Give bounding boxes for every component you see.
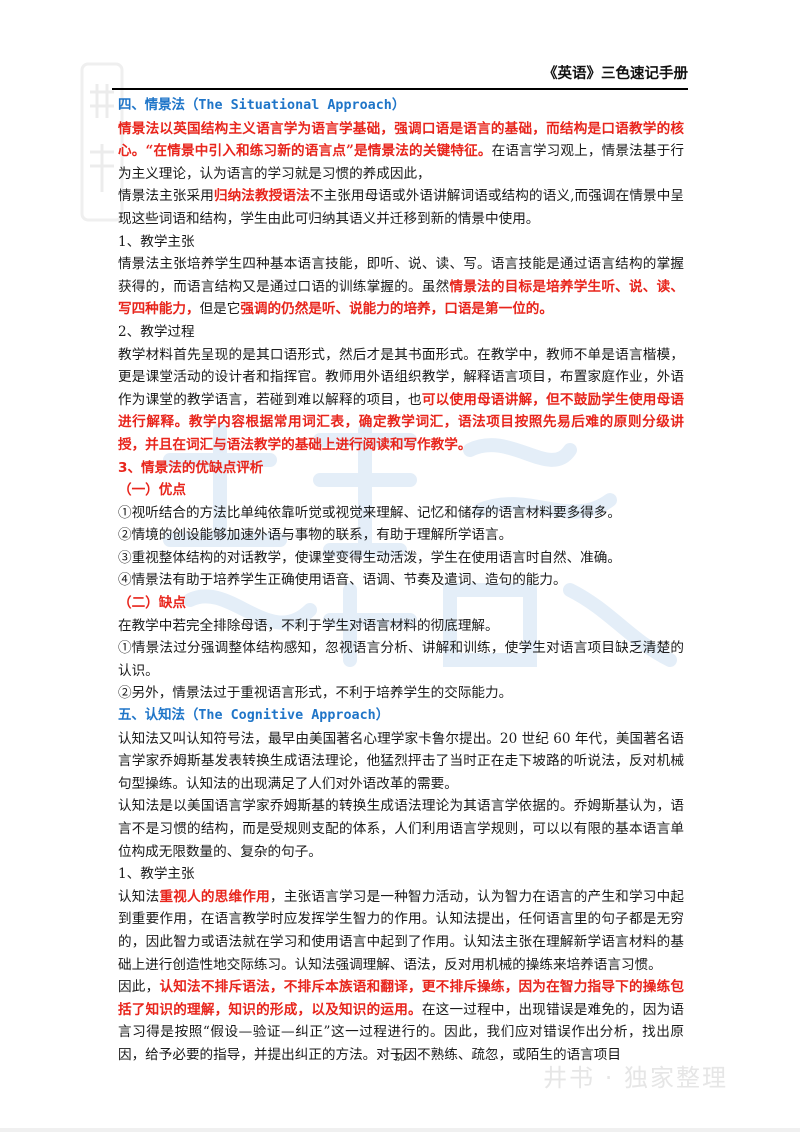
list-item: ④情景法有助于培养学生正确使用语音、语调、节奏及遣词、造句的能力。 bbox=[118, 572, 567, 589]
list-item: ②另外，情景法过于重视语言形式，不利于培养学生的交际能力。 bbox=[118, 685, 513, 702]
paragraph: 情景法以英国结构主义语言学为语言学基础，强调口语是语言的基础，而结构是口语教学的… bbox=[118, 120, 685, 182]
page-header: 《英语》三色速记手册 bbox=[543, 66, 688, 82]
paragraph: 教学材料首先呈现的是其口语形式，然后才是其书面形式。在教学中，教师不单是语言楷模… bbox=[118, 346, 685, 453]
list-item: ①情景法过分强调整体结构感知，忽视语言分析、讲解和训练，使学生对语言项目缺乏清楚… bbox=[118, 640, 684, 679]
subheading-teaching-process: 2、教学过程 bbox=[118, 323, 195, 340]
paragraph: 认知法是以美国语言学家乔姆斯基的转换生成语法理论为其语言学依据的。乔姆斯基认为，… bbox=[118, 798, 684, 860]
subheading-disadvantages: （二）缺点 bbox=[118, 595, 186, 612]
list-item: ②情境的创设能够加速外语与事物的联系，有助于理解所学语言。 bbox=[118, 527, 513, 544]
paragraph: 因此，认知法不排斥语法，不排斥本族语和翻译，更不排斥操练，因为在智力指导下的操练… bbox=[118, 979, 685, 1063]
page-content: 四、情景法（The Situational Approach） 情景法以英国结构… bbox=[118, 95, 684, 1067]
footer-watermark: 井书 · 独家整理 bbox=[543, 1064, 728, 1092]
list-item: ③重视整体结构的对话教学，使课堂变得生动活泼，学生在使用语言时自然、准确。 bbox=[118, 549, 621, 566]
subheading-advantages: （一）优点 bbox=[118, 482, 186, 499]
page-number: 50 bbox=[394, 1052, 406, 1064]
subheading-teaching-claims: 1、教学主张 bbox=[118, 866, 195, 883]
subheading-pros-cons: 3、情景法的优缺点评析 bbox=[118, 459, 264, 476]
paragraph: 情景法主张培养学生四种基本语言技能，即听、说、读、写。语言技能是通过语言结构的掌… bbox=[118, 256, 685, 318]
list-item: ①视听结合的方法比单纯依靠听觉或视觉来理解、记忆和储存的语言材料要多得多。 bbox=[118, 504, 621, 521]
paragraph: 在教学中若完全排除母语，不利于学生对语言材料的彻底理解。 bbox=[118, 617, 499, 634]
bottom-edge bbox=[0, 1128, 800, 1132]
section-heading-cognitive: 五、认知法（The Cognitive Approach） bbox=[118, 708, 390, 724]
section-heading-situational: 四、情景法（The Situational Approach） bbox=[118, 98, 406, 113]
header-divider bbox=[112, 88, 688, 90]
paragraph: 情景法主张采用归纳法教授语法不主张用母语或外语讲解词语或结构的语义,而强调在情景… bbox=[118, 188, 685, 227]
paragraph: 认知法重视人的思维作用，主张语言学习是一种智力活动，认为智力在语言的产生和学习中… bbox=[118, 888, 685, 973]
paragraph: 认知法又叫认知符号法，最早由美国著名心理学家卡鲁尔提出。20 世纪 60 年代，… bbox=[118, 730, 684, 792]
subheading-teaching-claims: 1、教学主张 bbox=[118, 233, 195, 250]
